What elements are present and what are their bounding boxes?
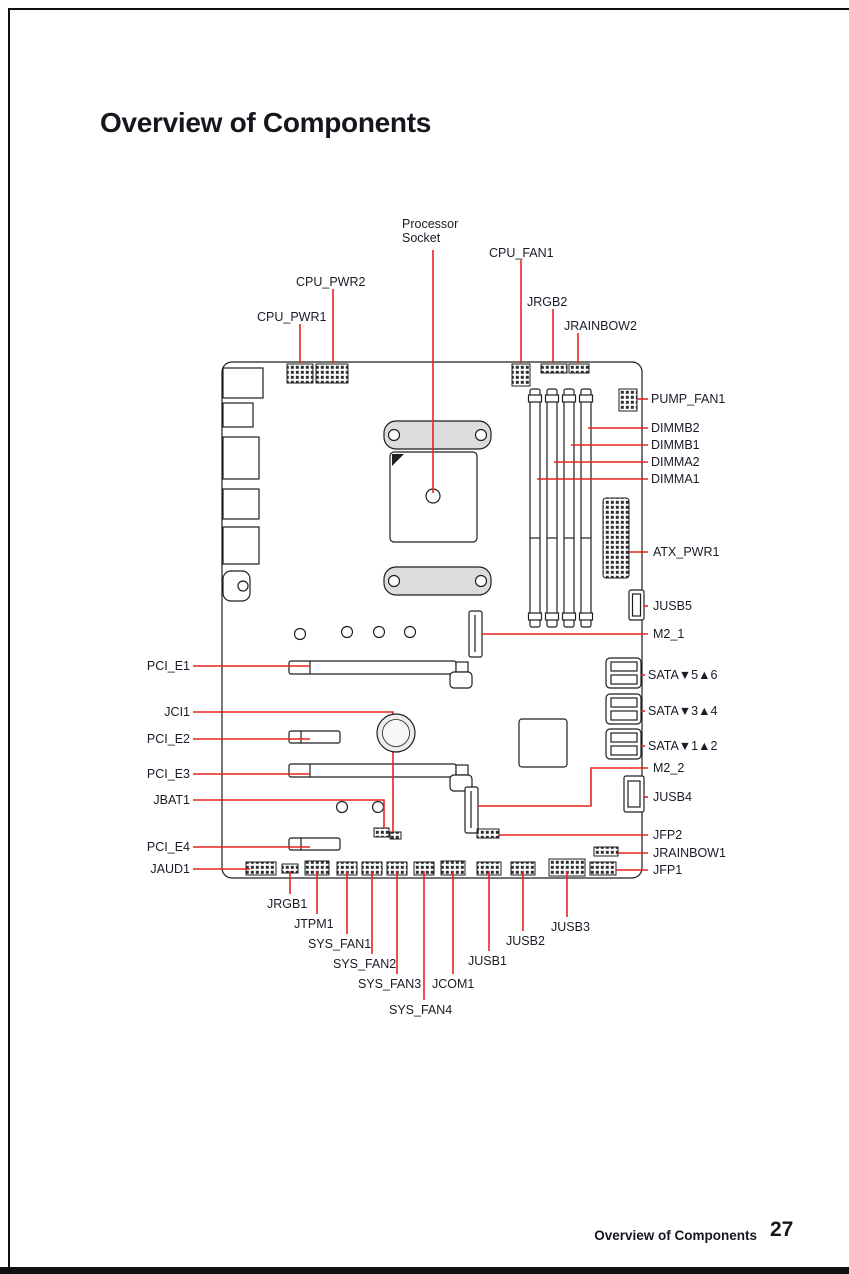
- page-frame-left: [8, 8, 10, 1268]
- jfp2-header: [476, 828, 500, 839]
- jusb5-connector: [628, 589, 645, 621]
- footer-page-number: 27: [770, 1218, 794, 1241]
- cpu-socket-assembly: [383, 420, 492, 596]
- callout-lines: [193, 250, 648, 1000]
- label-jusb2: JUSB2: [506, 934, 545, 948]
- label-jtpm1: JTPM1: [294, 917, 334, 931]
- label-jcom1: JCOM1: [432, 977, 475, 991]
- cmos-battery: [376, 713, 416, 753]
- cpu-fan1-header: [511, 363, 531, 387]
- label-pci-e3: PCI_E3: [146, 767, 190, 781]
- dimm-slots: [527, 388, 594, 628]
- label-jusb4: JUSB4: [653, 790, 692, 804]
- sata-1-2-connector: [605, 728, 642, 760]
- jrainbow1-header: [593, 846, 619, 857]
- label-sata-5-6: SATA▼5▲6: [648, 668, 718, 682]
- chipset: [518, 718, 568, 768]
- label-jrainbow2: JRAINBOW2: [564, 319, 637, 333]
- label-sys-fan4: SYS_FAN4: [389, 1003, 453, 1017]
- label-cpu-pwr1: CPU_PWR1: [257, 310, 327, 324]
- label-dimmb1: DIMMB1: [651, 438, 700, 452]
- dimm-slot-b1: [561, 388, 577, 628]
- label-sata-3-4: SATA▼3▲4: [648, 704, 718, 718]
- dimm-slot-a2: [544, 388, 560, 628]
- atx-pwr1-connector: [602, 497, 630, 579]
- footer-section-title: Overview of Components: [594, 1228, 757, 1243]
- top-edge-connectors: [286, 363, 638, 412]
- rear-io-ports: [222, 367, 264, 602]
- page-frame-bottom: [0, 1267, 849, 1274]
- cpu-bracket-bottom: [383, 566, 492, 596]
- label-sata-1-2: SATA▼1▲2: [648, 739, 718, 753]
- pump-fan1-header: [618, 388, 638, 412]
- label-dimmb2: DIMMB2: [651, 421, 700, 435]
- bottom-header-row: [245, 858, 617, 877]
- m2-2-slot: [464, 786, 479, 834]
- sata-3-4-connector: [605, 693, 642, 725]
- label-sys-fan3: SYS_FAN3: [358, 977, 422, 991]
- label-pump-fan1: PUMP_FAN1: [651, 392, 726, 406]
- label-jusb3: JUSB3: [551, 920, 590, 934]
- jrgb2-header: [540, 363, 568, 374]
- label-dimma1: DIMMA1: [651, 472, 700, 486]
- label-jci1: JCI1: [164, 705, 190, 719]
- label-jaud1: JAUD1: [150, 862, 190, 876]
- m2-1-slot: [468, 610, 483, 658]
- label-jrgb2: JRGB2: [527, 295, 568, 309]
- jbat1-jumper: [373, 827, 390, 838]
- label-jrainbow1: JRAINBOW1: [653, 846, 726, 860]
- label-jrgb1: JRGB1: [267, 897, 308, 911]
- dimm-slot-b2: [578, 388, 594, 628]
- label-pci-e2: PCI_E2: [146, 732, 190, 746]
- label-jusb5: JUSB5: [653, 599, 692, 613]
- cpu-pwr1-connector: [286, 363, 314, 384]
- label-processor-socket: Processor Socket: [402, 217, 459, 245]
- label-sys-fan2: SYS_FAN2: [333, 957, 397, 971]
- label-cpu-fan1: CPU_FAN1: [489, 246, 554, 260]
- cpu-pwr2-connector: [315, 363, 349, 384]
- mounting-holes: [293, 625, 417, 814]
- label-jfp1: JFP1: [653, 863, 683, 877]
- label-dimma2: DIMMA2: [651, 455, 700, 469]
- jfp1-header: [589, 861, 617, 876]
- jrainbow2-header: [568, 363, 590, 374]
- pci-e1-slot: [288, 660, 473, 689]
- label-jusb1: JUSB1: [468, 954, 507, 968]
- jusb4-connector: [623, 775, 645, 813]
- label-pci-e4: PCI_E4: [146, 840, 190, 854]
- page-frame-top: [8, 8, 849, 10]
- cpu-bracket-top: [383, 420, 492, 450]
- jaud1-header: [245, 861, 277, 876]
- pci-e2-slot: [288, 730, 341, 744]
- page-title: Overview of Components: [100, 106, 432, 138]
- label-jbat1: JBAT1: [153, 793, 190, 807]
- label-sys-fan1: SYS_FAN1: [308, 937, 372, 951]
- pci-e3-slot: [288, 763, 473, 792]
- label-pci-e1: PCI_E1: [146, 659, 190, 673]
- label-jfp2: JFP2: [653, 828, 683, 842]
- jci1-header: [389, 831, 402, 840]
- label-m2-2: M2_2: [653, 761, 685, 775]
- label-cpu-pwr2: CPU_PWR2: [296, 275, 366, 289]
- label-atx-pwr1: ATX_PWR1: [653, 545, 720, 559]
- dimm-slot-a1: [527, 388, 543, 628]
- label-m2-1: M2_1: [653, 627, 685, 641]
- sata-5-6-connector: [605, 657, 642, 689]
- pci-e4-slot: [288, 837, 341, 851]
